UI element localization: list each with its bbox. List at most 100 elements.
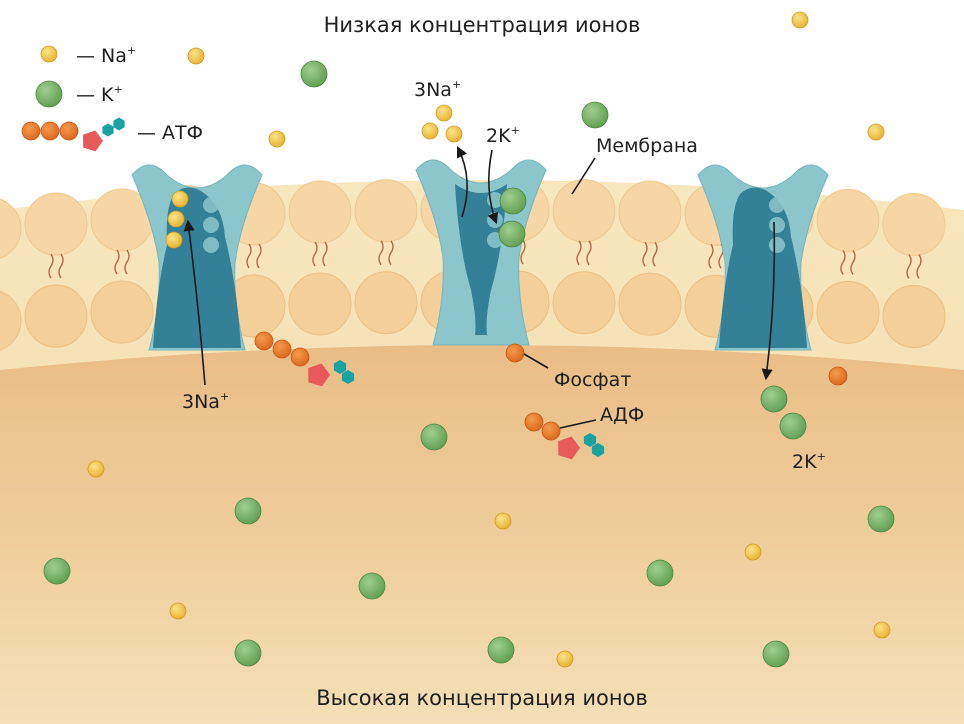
potassium-ion-icon bbox=[487, 636, 515, 664]
lipid-head bbox=[882, 192, 946, 256]
potassium-ion-icon bbox=[43, 557, 71, 585]
lipid-head bbox=[90, 280, 154, 344]
sodium-ion-icon bbox=[494, 512, 512, 530]
adp-pointer-line bbox=[559, 419, 597, 429]
lipid-tail bbox=[840, 249, 846, 275]
legend-atp-label: — АТФ bbox=[137, 122, 203, 144]
lipid-head bbox=[816, 280, 880, 344]
phosphate-icon bbox=[254, 331, 274, 351]
pump2-potassium-label: 2K+ bbox=[486, 124, 520, 147]
sodium-ion-icon bbox=[556, 650, 574, 668]
lipid-head bbox=[618, 180, 682, 244]
ribose-ring-shape bbox=[102, 123, 114, 137]
legend: — Na+ — K+ — АТФ bbox=[21, 44, 203, 152]
lipid-head bbox=[288, 272, 352, 336]
pump3-potassium-label: 2K+ bbox=[792, 450, 826, 473]
ribose-ring-shape bbox=[591, 443, 605, 457]
membrane-label: Мембрана bbox=[596, 135, 698, 157]
pump-proteins bbox=[131, 159, 829, 351]
ribose-ring-shape bbox=[583, 433, 597, 447]
legend-icons bbox=[21, 45, 125, 152]
potassium-ion-icon bbox=[300, 60, 328, 88]
lipid-tail bbox=[388, 240, 394, 266]
lipid-tail bbox=[642, 241, 648, 267]
potassium-ion-icon bbox=[499, 187, 527, 215]
lipid-head bbox=[552, 271, 616, 335]
lipid-head bbox=[288, 180, 352, 244]
potassium-ion-icon bbox=[234, 497, 262, 525]
phosphate-icon bbox=[21, 121, 41, 141]
lipid-tail bbox=[124, 249, 130, 275]
sodium-ion-icon bbox=[744, 543, 762, 561]
phosphate-icon bbox=[524, 412, 544, 432]
phosphate-label: Фосфат bbox=[554, 369, 631, 391]
sodium-ion-icon bbox=[867, 123, 885, 141]
sodium-ion-icon bbox=[791, 11, 809, 29]
potassium-ion-icon bbox=[581, 101, 609, 129]
lipid-tail bbox=[322, 241, 328, 267]
adenine-base-shape bbox=[308, 363, 330, 387]
pump1-sodium-arrow bbox=[183, 219, 206, 386]
lipid-tail bbox=[520, 239, 526, 265]
binding-site-shape bbox=[769, 217, 785, 233]
binding-site-shape bbox=[203, 197, 219, 213]
potassium-ion-icon bbox=[498, 220, 526, 248]
potassium-ion-icon bbox=[646, 559, 674, 587]
binding-site-shape bbox=[769, 197, 785, 213]
potassium-ion-icon bbox=[867, 505, 895, 533]
binding-site-shape bbox=[203, 217, 219, 233]
pump-1 bbox=[131, 164, 263, 351]
binding-site-shape bbox=[769, 237, 785, 253]
ribose-ring-shape bbox=[333, 360, 347, 374]
lipid-tail bbox=[58, 253, 64, 279]
adenine-base-shape bbox=[83, 130, 103, 152]
lipid-head bbox=[0, 198, 22, 259]
lipid-tail bbox=[708, 243, 714, 269]
lipid-head bbox=[816, 188, 880, 252]
lipid-head bbox=[882, 284, 946, 348]
lipid-head bbox=[354, 271, 418, 335]
adp-label: АДФ bbox=[600, 404, 644, 426]
pump1-sodium-label: 3Na+ bbox=[182, 390, 229, 413]
lipid-tail bbox=[312, 241, 318, 267]
lipid-tail bbox=[586, 240, 592, 266]
potassium-ion-icon bbox=[779, 412, 807, 440]
phosphate-icon bbox=[541, 421, 561, 441]
binding-site-shape bbox=[203, 237, 219, 253]
lipid-tail bbox=[652, 241, 658, 267]
legend-potassium-label: — K+ bbox=[76, 83, 123, 106]
phosphate-icon bbox=[59, 121, 79, 141]
phosphate-icon bbox=[290, 347, 310, 367]
sodium-ion-icon bbox=[165, 231, 183, 249]
sodium-ion-icon bbox=[169, 602, 187, 620]
pump2-potassium-arrow bbox=[487, 149, 499, 225]
ribose-ring-shape bbox=[113, 117, 125, 131]
lipid-head bbox=[0, 290, 22, 351]
free-ions bbox=[43, 11, 895, 668]
lipid-tail bbox=[378, 240, 384, 266]
membrane-pointer-line bbox=[571, 157, 596, 195]
atp-molecule-icon bbox=[254, 331, 355, 387]
potassium-ion-icon bbox=[760, 385, 788, 413]
sodium-ion-icon bbox=[445, 125, 463, 143]
lipid-tail bbox=[114, 249, 120, 275]
potassium-ion-icon bbox=[234, 639, 262, 667]
lipid-head bbox=[24, 192, 88, 256]
sodium-ion-icon bbox=[87, 460, 105, 478]
lipid-head bbox=[24, 284, 88, 348]
atp-molecule-icon bbox=[21, 117, 125, 152]
cytoplasm bbox=[0, 345, 964, 724]
sodium-ion-icon bbox=[268, 130, 286, 148]
lipid-head bbox=[354, 179, 418, 243]
phosphate-icon bbox=[505, 343, 525, 363]
potassium-ion-icon bbox=[762, 640, 790, 668]
phosphate-icon bbox=[40, 121, 60, 141]
phosphate-icon bbox=[828, 366, 848, 386]
lipid-tail bbox=[576, 240, 582, 266]
lipid-head bbox=[552, 179, 616, 243]
pump-channel-shape bbox=[153, 187, 241, 348]
legend-sodium-label: — Na+ bbox=[76, 44, 136, 67]
title-low-concentration: Низкая концентрация ионов bbox=[324, 13, 641, 37]
lipid-tail bbox=[256, 243, 262, 269]
